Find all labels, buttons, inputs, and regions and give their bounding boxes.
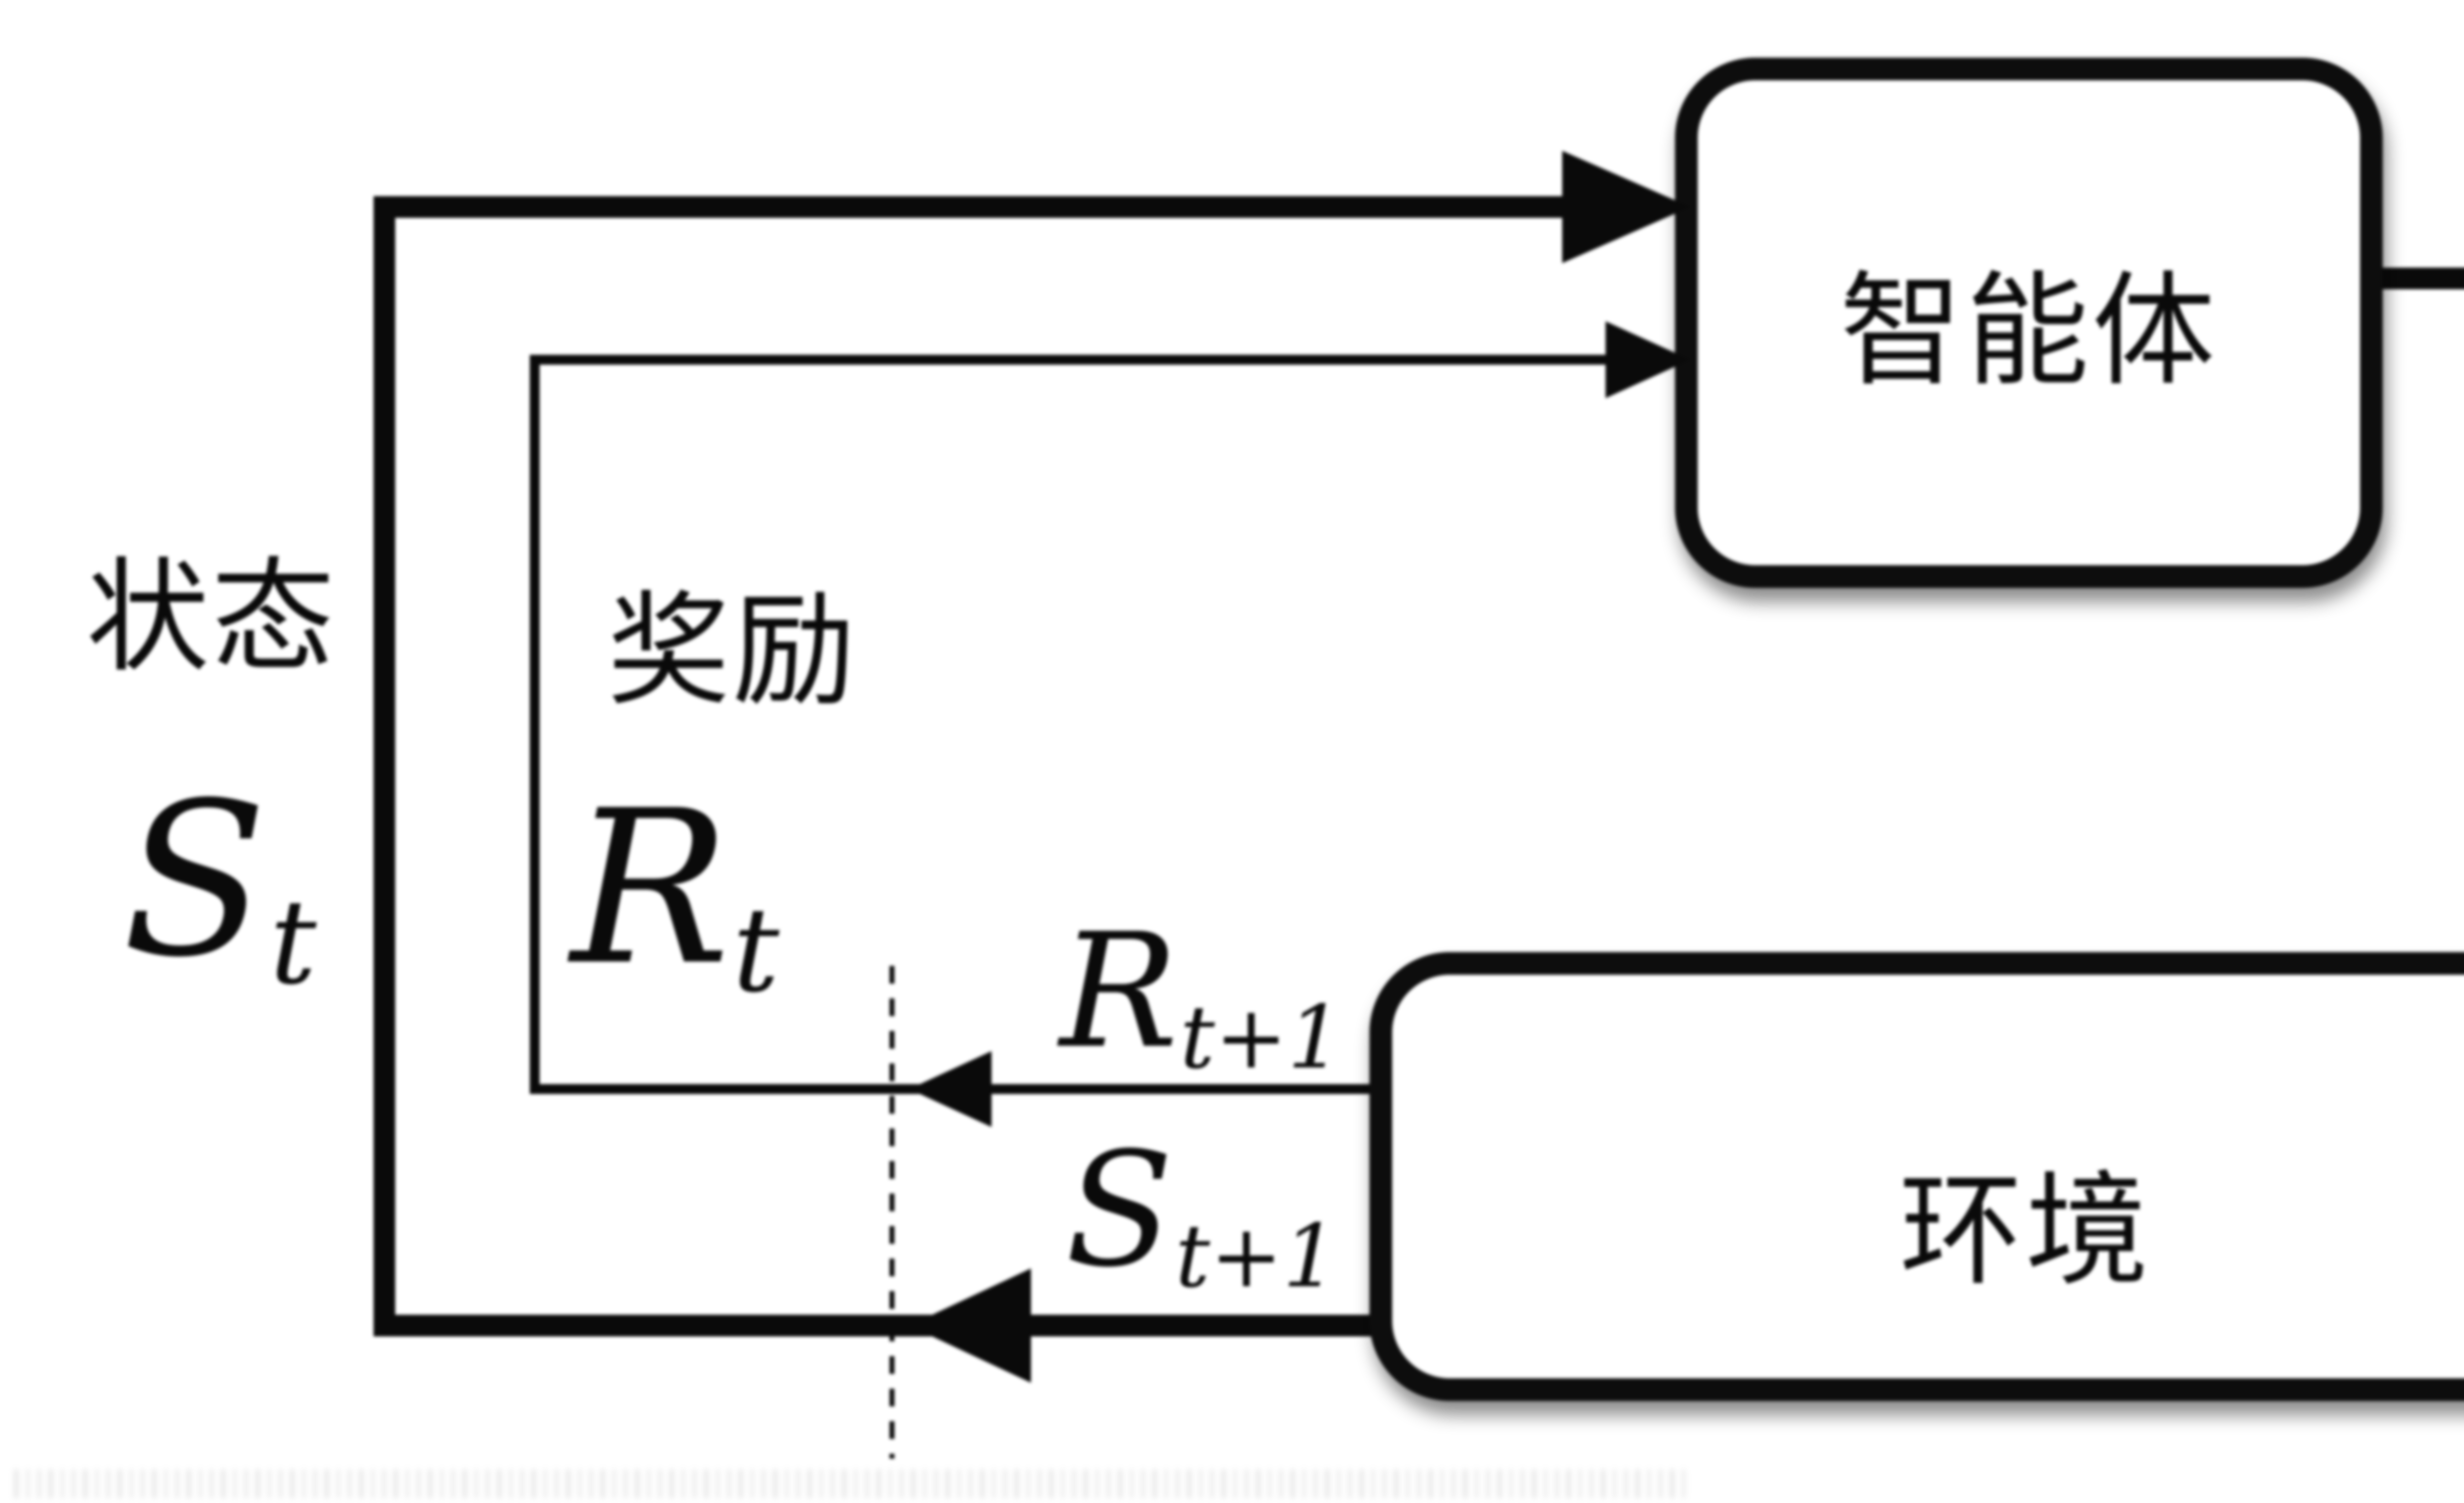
- state-line: [374, 196, 1592, 1336]
- reward-symbol-base: R: [571, 765, 730, 1012]
- reward-symbol: Rt: [571, 783, 780, 1009]
- state-label-cn: 状态: [86, 546, 337, 689]
- next-state-symbol-base: S: [1065, 1119, 1174, 1302]
- cropped-caption-remnant: [15, 1469, 1690, 1498]
- next-reward-symbol: Rt+1: [1060, 913, 1343, 1081]
- state-symbol-base: S: [122, 757, 268, 1004]
- next-reward-arrowhead: [909, 1051, 992, 1127]
- next-state-symbol: St+1: [1065, 1131, 1338, 1300]
- state-symbol-subscript: t: [270, 874, 317, 1011]
- agent-box: [1675, 58, 2383, 588]
- state-arrowhead: [1562, 151, 1690, 263]
- agent-box-label: 智能体: [1840, 259, 2218, 403]
- reward-label-cn: 奖励: [607, 579, 857, 722]
- environment-box-label: 环境: [1899, 1159, 2152, 1302]
- next-state-symbol-subscript: t+1: [1175, 1206, 1338, 1307]
- reward-symbol-subscript: t: [732, 882, 780, 1019]
- environment-box: [1369, 952, 2464, 1401]
- reward-arrowhead: [1606, 321, 1690, 398]
- state-symbol: St: [122, 775, 316, 1001]
- next-state-arrowhead: [909, 1268, 1031, 1383]
- next-reward-symbol-base: R: [1060, 900, 1178, 1083]
- next-reward-symbol-subscript: t+1: [1180, 987, 1343, 1088]
